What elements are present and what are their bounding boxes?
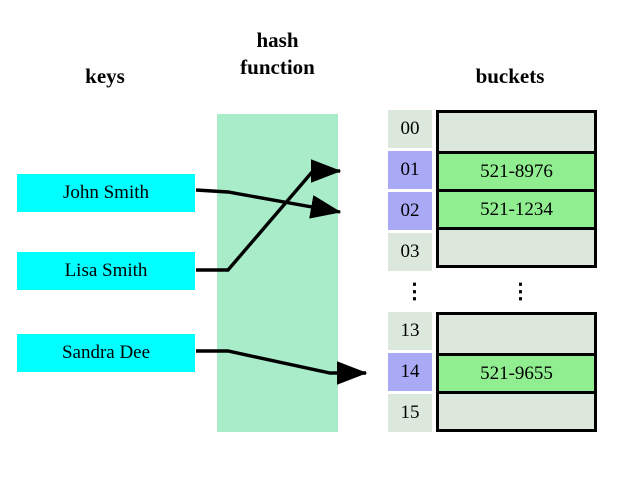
index-cell-02[interactable]: 02 — [388, 192, 432, 230]
index-cell-15[interactable]: 15 — [388, 394, 432, 432]
index-cell-14[interactable]: 14 — [388, 353, 432, 391]
bucket-row-01[interactable]: 521-8976 — [439, 151, 594, 189]
index-cell-00[interactable]: 00 — [388, 110, 432, 148]
key-box-sandra-dee[interactable]: Sandra Dee — [17, 334, 195, 372]
index-cell-13[interactable]: 13 — [388, 312, 432, 350]
hash-function-band — [217, 114, 338, 432]
index-cell-01[interactable]: 01 — [388, 151, 432, 189]
bucket-ellipsis-icon: ⋮ — [510, 279, 531, 303]
hash-function-heading-line1: hash — [256, 28, 299, 52]
bucket-row-15[interactable] — [439, 391, 594, 429]
bucket-table-bottom: 521-9655 — [436, 312, 597, 432]
bucket-row-02[interactable]: 521-1234 — [439, 189, 594, 227]
bucket-row-00[interactable] — [439, 113, 594, 151]
hash-function-heading-line2: function — [240, 54, 315, 79]
index-ellipsis-icon: ⋮ — [404, 279, 425, 303]
buckets-heading: buckets — [475, 64, 545, 88]
keys-heading: keys — [85, 64, 125, 88]
bucket-table-top: 521-8976 521-1234 — [436, 110, 597, 268]
key-box-lisa-smith[interactable]: Lisa Smith — [17, 252, 195, 290]
bucket-row-03[interactable] — [439, 227, 594, 265]
index-cell-03[interactable]: 03 — [388, 233, 432, 271]
bucket-row-14[interactable]: 521-9655 — [439, 353, 594, 391]
key-box-john-smith[interactable]: John Smith — [17, 174, 195, 212]
hash-function-heading: hash function — [205, 27, 350, 81]
bucket-row-13[interactable] — [439, 315, 594, 353]
